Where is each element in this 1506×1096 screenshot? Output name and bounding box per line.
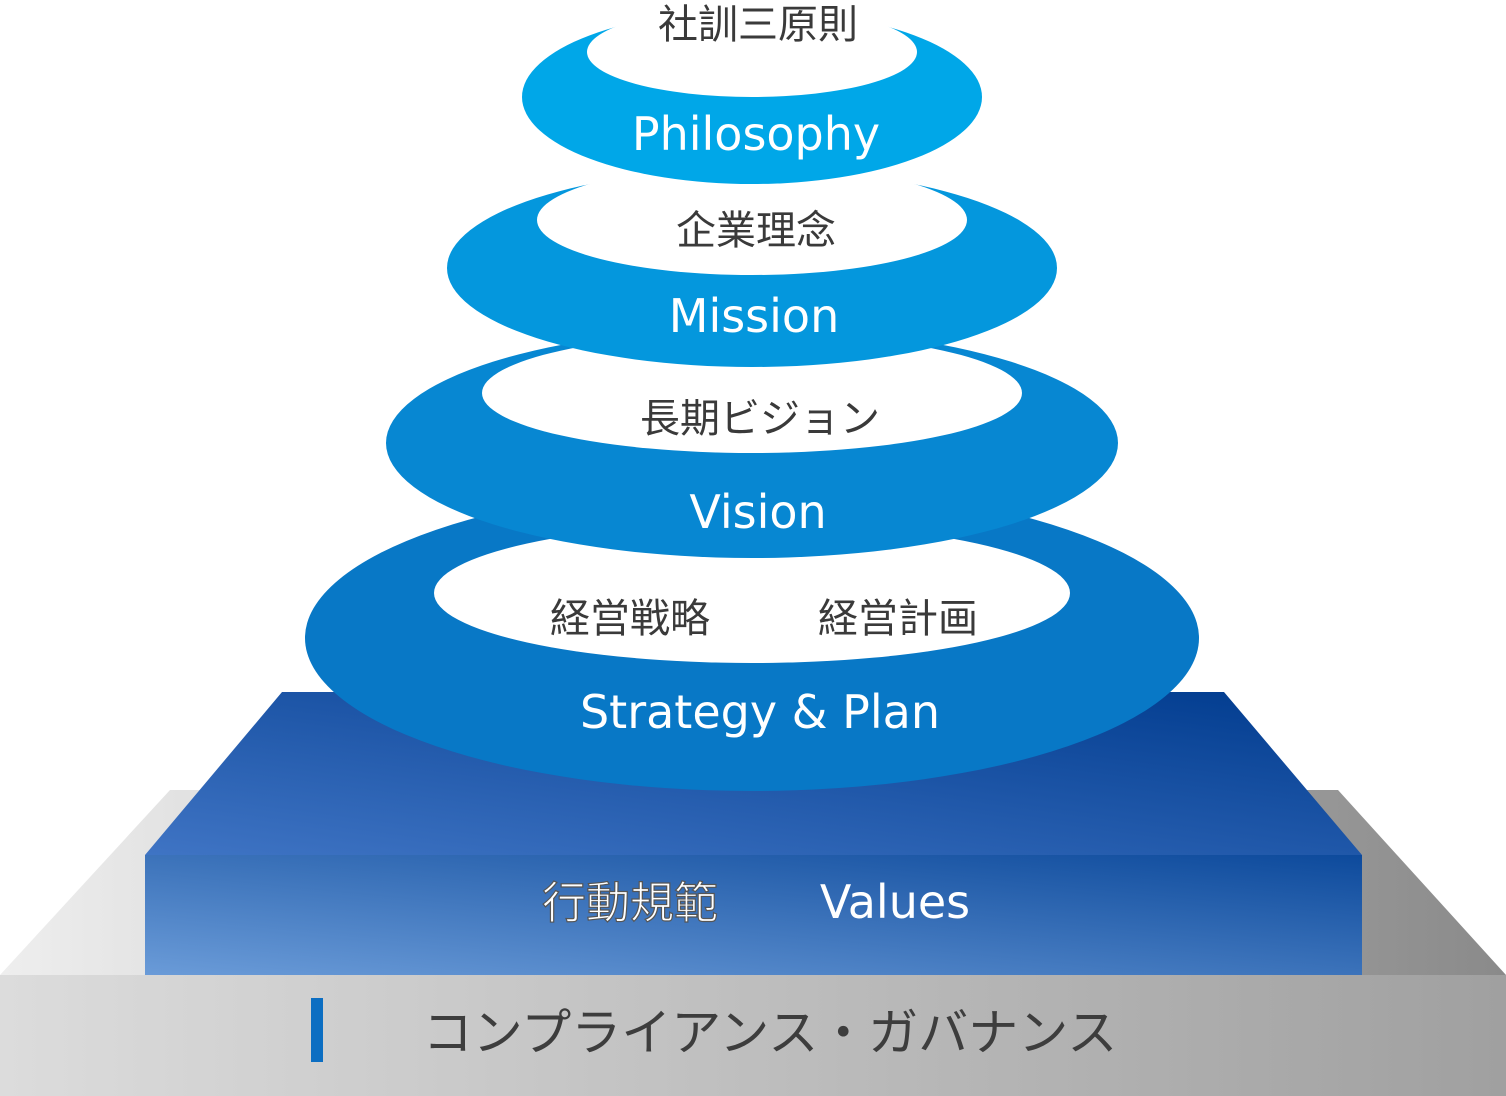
values-front-surface (145, 855, 1362, 975)
base-label: コンプライアンス・ガバナンス (423, 1004, 1118, 1062)
strategy-jp-right-label: 経営計画 (818, 596, 978, 642)
vision-jp-label: 長期ビジョン (640, 396, 880, 442)
tier-vision: 長期ビジョン Vision (386, 328, 1118, 558)
base-front-surface (0, 975, 1506, 1096)
philosophy-jp-label: 社訓三原則 (658, 2, 858, 48)
tier-philosophy: 社訓三原則 Philosophy (522, 2, 982, 184)
vision-inner-oval (482, 333, 1022, 453)
philosophy-inner-oval (587, 7, 917, 97)
strategy-inner-oval (434, 523, 1070, 663)
values-en-label: Values (820, 875, 970, 929)
values-jp-label: 行動規範 (542, 878, 718, 929)
strategy-en-label: Strategy & Plan (580, 685, 940, 739)
mission-jp-label: 企業理念 (676, 208, 836, 254)
base-marker-bar (311, 998, 323, 1062)
vision-en-label: Vision (689, 485, 826, 539)
tier-mission: 企業理念 Mission (447, 165, 1057, 367)
strategy-jp-left-label: 経営戦略 (550, 596, 710, 642)
mission-en-label: Mission (669, 289, 839, 343)
mission-inner-oval (537, 165, 967, 275)
philosophy-en-label: Philosophy (632, 107, 880, 161)
tier-strategy: 経営戦略 経営計画 Strategy & Plan (305, 485, 1199, 791)
